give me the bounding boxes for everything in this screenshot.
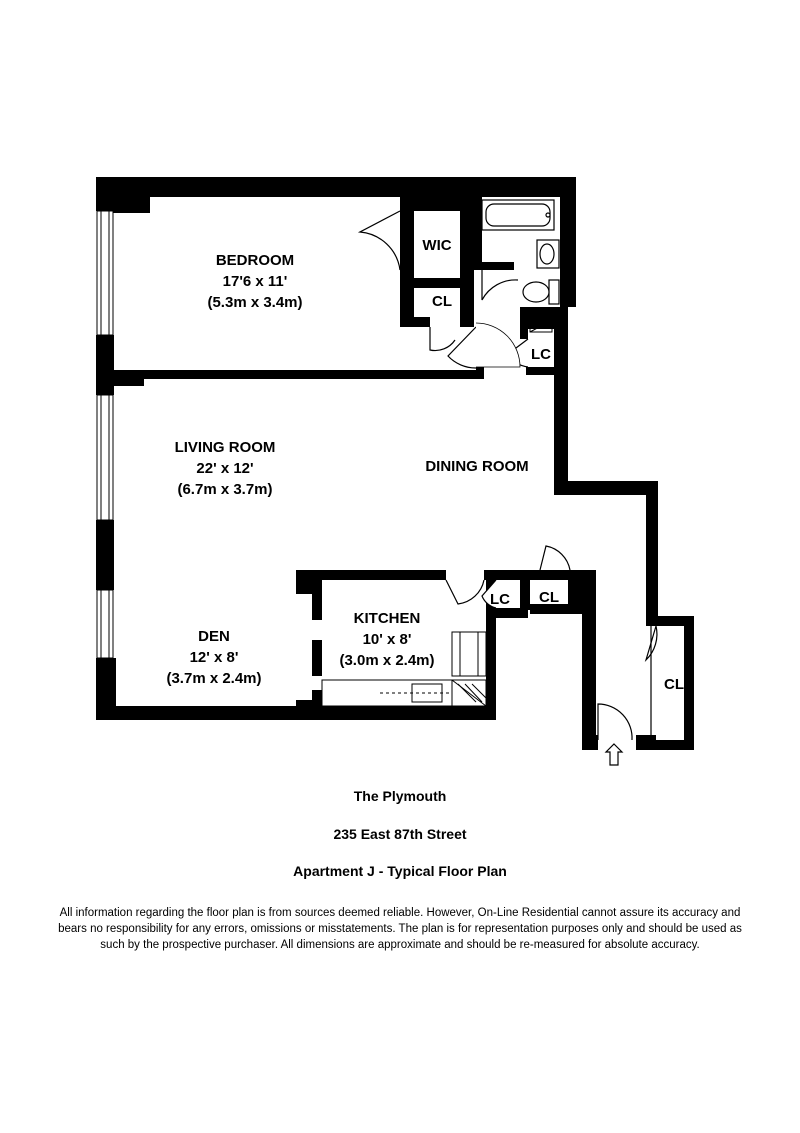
toilet [522, 279, 560, 305]
bedroom-size-ft: 17'6 x 11' [223, 273, 288, 290]
bedroom-name: BEDROOM [216, 252, 294, 269]
lc-kitchen-label: LC [490, 591, 510, 608]
cl-entry-label: CL [664, 676, 684, 693]
kitchen-name: KITCHEN [354, 610, 421, 627]
entry-arrow-icon [604, 743, 624, 766]
windows [96, 210, 114, 659]
exterior-walls [96, 177, 694, 750]
bath-sink [536, 239, 560, 269]
living-room-size-ft: 22' x 12' [196, 460, 253, 477]
cl-bedroom-label: CL [432, 293, 452, 310]
lc-shelves [529, 319, 553, 333]
wall-corners [96, 197, 576, 720]
kitchen-size-m: (3.0m x 2.4m) [339, 652, 434, 669]
building-address: 235 East 87th Street [333, 826, 467, 842]
kitchen-counter [321, 631, 487, 707]
den-size-m: (3.7m x 2.4m) [166, 670, 261, 687]
wic-label: WIC [422, 237, 451, 254]
den-name: DEN [198, 628, 230, 645]
kitchen-cabinet-hatch [457, 683, 487, 703]
den-size-ft: 12' x 8' [190, 649, 239, 666]
bathtub [481, 199, 555, 231]
bedroom-size-m: (5.3m x 3.4m) [207, 294, 302, 311]
doors [357, 210, 658, 741]
interior-walls [114, 197, 596, 720]
lc-hall-label: LC [531, 346, 551, 363]
living-room-size-m: (6.7m x 3.7m) [177, 481, 272, 498]
building-name: The Plymouth [353, 788, 447, 804]
disclaimer-text: All information regarding the floor plan… [58, 907, 742, 951]
living-room-name: LIVING ROOM [175, 439, 276, 456]
cl-kitchen-label: CL [539, 589, 559, 606]
dining-room-name: DINING ROOM [425, 458, 528, 475]
plan-title: Apartment J - Typical Floor Plan [293, 863, 507, 879]
room-labels: BEDROOM 17'6 x 11' (5.3m x 3.4m) LIVING … [166, 237, 684, 693]
kitchen-size-ft: 10' x 8' [363, 631, 412, 648]
